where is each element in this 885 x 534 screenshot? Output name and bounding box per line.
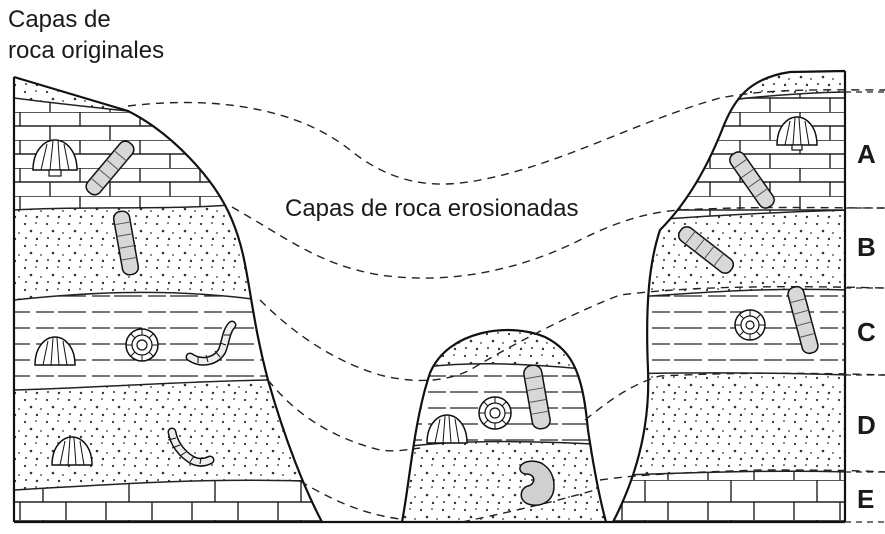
layer-label-b: B [857,232,876,262]
title-line-1: Capas de [8,6,111,33]
ammonite-icon [126,329,158,361]
ammonite-icon [735,310,765,340]
layer-label-e: E [857,484,874,514]
eroded-layers-label: Capas de roca erosionadas [285,195,579,222]
diagram-title: Capas de roca originales [8,6,164,64]
title-line-2: roca originales [8,37,164,64]
layer-label-d: D [857,410,876,440]
layer-label-a: A [857,139,876,169]
ammonite-icon [479,397,511,429]
layer-labels: A B C D E [857,139,876,514]
layer-label-c: C [857,317,876,347]
